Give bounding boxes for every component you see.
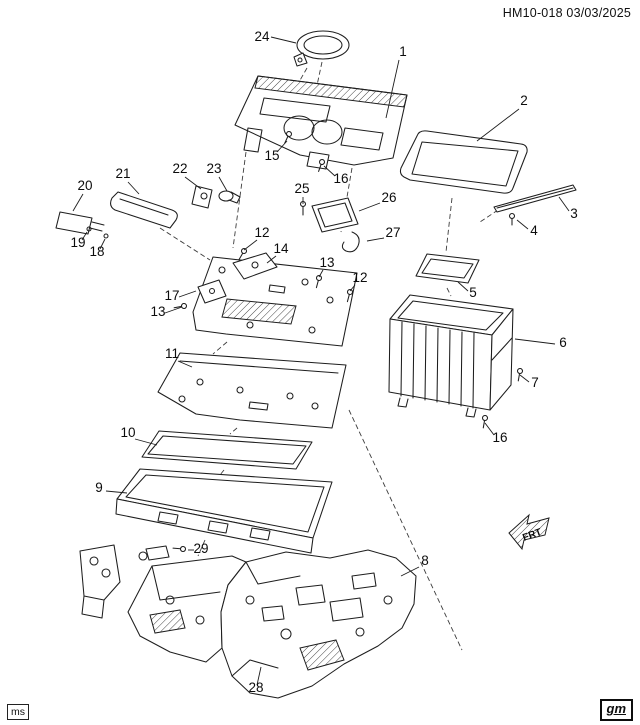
callout-3: 3 — [570, 206, 578, 221]
callout-4: 4 — [530, 223, 538, 238]
part-16-screw-lower — [481, 414, 489, 429]
part-15-screw — [284, 130, 293, 144]
callout-12b: 12 — [352, 270, 367, 285]
part-21-latch-trim — [110, 191, 178, 229]
callout-5: 5 — [469, 285, 477, 300]
callout-27: 27 — [385, 225, 400, 240]
callout-leader-lines — [72, 36, 570, 686]
callout-15: 15 — [264, 148, 279, 163]
part-3-trim-strip — [493, 184, 577, 213]
part-10-console-mat — [141, 430, 313, 470]
part-5-tray-liner — [415, 253, 480, 284]
callout-10: 10 — [120, 425, 135, 440]
callout-12a: 12 — [254, 225, 269, 240]
part-14-17-bracket-assembly — [192, 252, 358, 347]
callout-14: 14 — [273, 241, 289, 256]
part-9-console-tray — [115, 468, 333, 554]
part-1-console-trim-plate — [234, 75, 408, 170]
callout-17: 17 — [164, 288, 179, 303]
part-13-screw-left — [173, 302, 188, 310]
callout-8: 8 — [421, 553, 429, 568]
callout-7: 7 — [531, 375, 539, 390]
part-11-inner-frame — [157, 352, 347, 429]
front-direction-arrow: FRT — [508, 513, 550, 551]
callout-9: 9 — [95, 480, 103, 495]
part-20-connector — [55, 211, 105, 235]
callout-20: 20 — [77, 178, 92, 193]
part-23-latch-cylinder — [218, 190, 241, 204]
callout-23: 23 — [206, 161, 221, 176]
callout-24: 24 — [254, 29, 270, 44]
callout-22: 22 — [172, 161, 187, 176]
part-7-screw — [516, 367, 524, 382]
part-27-wire-hook — [341, 231, 360, 253]
callout-1: 1 — [399, 44, 407, 59]
callout-13b: 13 — [150, 304, 165, 319]
callout-6: 6 — [559, 335, 567, 350]
callout-2: 2 — [520, 93, 528, 108]
callout-16b: 16 — [492, 430, 507, 445]
part-16-screw-upper — [318, 158, 326, 172]
callout-21: 21 — [115, 166, 130, 181]
part-24-ring-bezel — [293, 30, 350, 67]
gm-logo: gm — [599, 699, 633, 721]
document-reference: HM10-018 03/03/2025 — [502, 6, 631, 20]
callout-labels: 24 1 2 3 4 15 16 22 23 21 20 25 26 27 19… — [70, 29, 577, 695]
part-19-pin — [86, 226, 92, 232]
part-26-module — [311, 197, 359, 233]
part-29-screw — [172, 545, 187, 553]
callout-26: 26 — [381, 190, 396, 205]
ms-corner-mark: ms — [7, 704, 29, 720]
callout-18: 18 — [89, 244, 104, 259]
part-2-armrest-lid — [399, 130, 528, 194]
part-8-28-base-carrier — [79, 544, 417, 699]
part-4-clip — [508, 212, 516, 226]
callout-11: 11 — [165, 346, 179, 361]
part-22-latch-bracket — [191, 185, 213, 209]
callout-29: 29 — [193, 541, 208, 556]
callout-19: 19 — [70, 235, 85, 250]
part-6-storage-bin — [388, 294, 514, 418]
callout-28: 28 — [248, 680, 263, 695]
callout-16a: 16 — [333, 171, 348, 186]
part-18-pin — [103, 233, 109, 239]
callout-13a: 13 — [319, 255, 334, 270]
callout-25: 25 — [294, 181, 309, 196]
